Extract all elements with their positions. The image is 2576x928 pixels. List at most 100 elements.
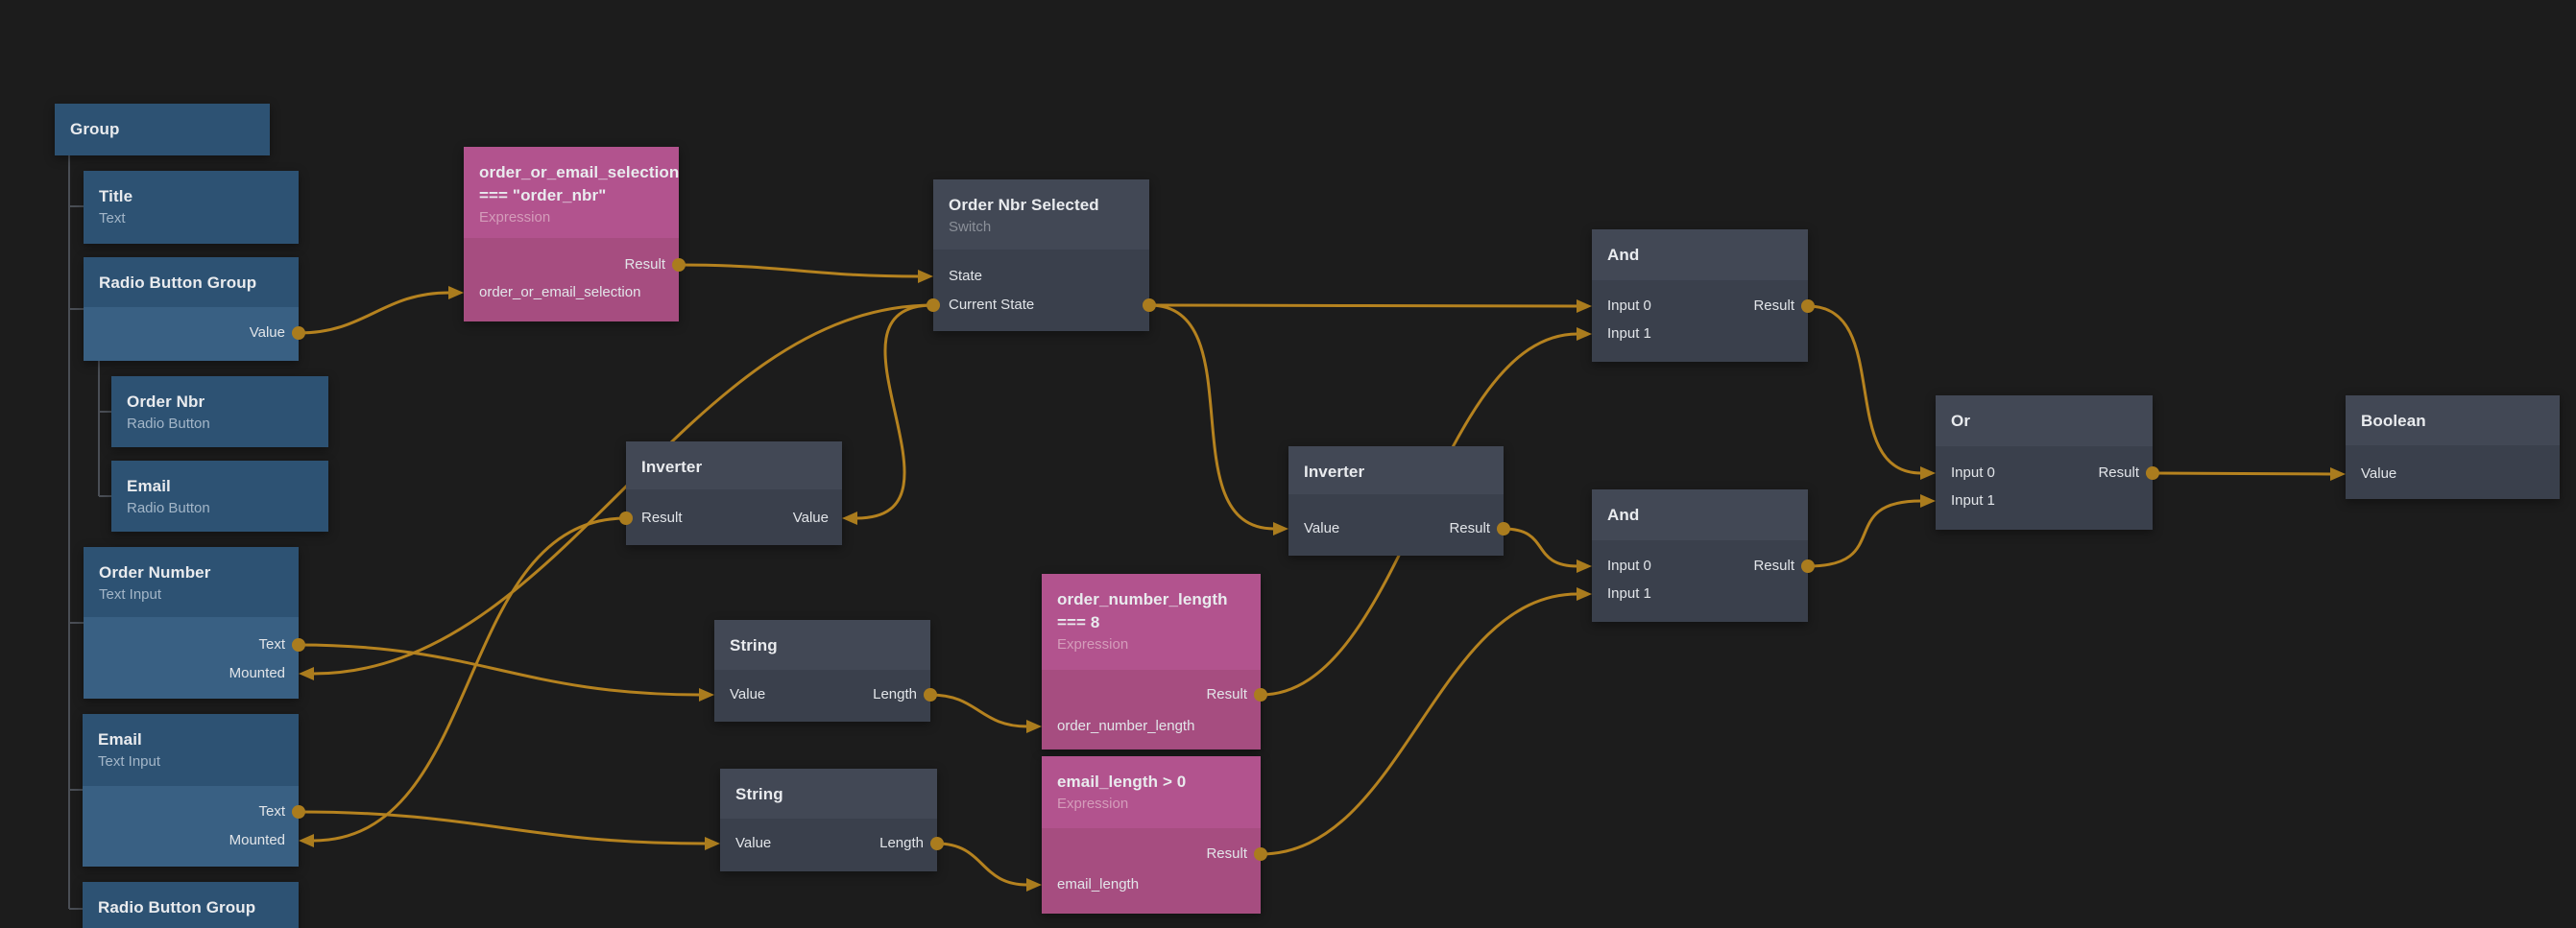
port-label-value: Value: [792, 510, 829, 526]
port-and1-in0-input-arrow[interactable]: [1577, 299, 1592, 313]
port-label-value: Value: [735, 835, 772, 851]
wire-rbg1-value-to-expr1-selection[interactable]: [297, 291, 451, 335]
node-subtitle: Text Input: [99, 586, 162, 603]
port-switch-state-input-arrow[interactable]: [918, 270, 933, 283]
node-title-line: Or: [1951, 412, 1971, 430]
node-title-line: Radio Button Group: [98, 898, 256, 916]
port-expr3-result-output-dot[interactable]: [1254, 847, 1267, 861]
port-inverter1-value-input-arrow[interactable]: [842, 512, 857, 525]
node-title: String: [735, 783, 922, 806]
port-and2-result-output-dot[interactable]: [1801, 559, 1815, 573]
port-string2-length-output-dot[interactable]: [930, 837, 944, 850]
node-group[interactable]: Group: [55, 104, 270, 155]
wire-email_ti-text-to-string2-value[interactable]: [297, 810, 708, 845]
port-label-result: Result: [1449, 520, 1490, 536]
port-label-value: Value: [730, 686, 766, 702]
port-boolean-value-input-arrow[interactable]: [2330, 467, 2346, 481]
wire-switch-cs_l-to-inverter1-value[interactable]: [855, 303, 935, 520]
node-port-section: [626, 489, 842, 545]
node-header: order_or_email_selection=== "order_nbr"E…: [464, 147, 679, 238]
port-expr1-selection-input-arrow[interactable]: [448, 286, 464, 299]
node-header: Group: [55, 104, 270, 155]
port-inverter1-result-output-dot[interactable]: [619, 512, 633, 525]
node-title: Order Number: [99, 561, 283, 584]
port-expr1-result-output-dot[interactable]: [672, 258, 686, 272]
port-or-result-output-dot[interactable]: [2146, 466, 2159, 480]
port-or-in0-input-arrow[interactable]: [1920, 466, 1936, 480]
port-switch-cs_l-output-dot[interactable]: [927, 298, 940, 312]
port-and1-in1-input-arrow[interactable]: [1577, 327, 1592, 341]
port-order_number-text-output-dot[interactable]: [292, 638, 305, 652]
node-title: order_number_length=== 8: [1057, 588, 1245, 634]
port-or-in1-input-arrow[interactable]: [1920, 494, 1936, 508]
port-inverter2-result-output-dot[interactable]: [1497, 522, 1510, 535]
port-and2-in0-input-arrow[interactable]: [1577, 559, 1592, 573]
node-rbg2[interactable]: Radio Button Group: [83, 882, 299, 928]
port-and1-result-output-dot[interactable]: [1801, 299, 1815, 313]
port-rbg1-value-output-dot[interactable]: [292, 326, 305, 340]
port-expr2-result-output-dot[interactable]: [1254, 688, 1267, 702]
node-port-section: [464, 238, 679, 321]
wire-switch-cs_r-to-and1-in0[interactable]: [1147, 303, 1579, 308]
node-title-line: Order Nbr: [127, 393, 205, 411]
node-title: Group: [70, 118, 254, 141]
port-label-result: Result: [1753, 558, 1794, 574]
wire-string2-length-to-expr3-input[interactable]: [935, 842, 1029, 887]
wire-switch-cs_r-to-inverter2-value[interactable]: [1147, 303, 1276, 531]
wire-and2-result-to-or-in1[interactable]: [1806, 499, 1923, 568]
node-title-line: And: [1607, 506, 1640, 524]
port-label-result: Result: [2098, 464, 2139, 481]
port-order_number-mounted-input-arrow[interactable]: [299, 667, 314, 680]
wire-inverter1-result-to-email_ti-mounted[interactable]: [311, 516, 628, 843]
wire-expr1-result-to-switch-state[interactable]: [677, 263, 921, 278]
node-title: And: [1607, 504, 1793, 527]
node-port-section: [720, 819, 937, 871]
port-expr3-input-input-arrow[interactable]: [1026, 878, 1042, 892]
port-switch-cs_r-output-dot[interactable]: [1143, 298, 1156, 312]
wire-inverter2-result-to-and2-in0[interactable]: [1502, 527, 1579, 568]
port-label-result: Result: [1206, 686, 1247, 702]
port-inverter2-value-input-arrow[interactable]: [1273, 522, 1288, 535]
wire-and1-result-to-or-in0[interactable]: [1806, 304, 1923, 475]
wire-string1-length-to-expr2-input[interactable]: [928, 693, 1029, 728]
wire-or-result-to-boolean-value[interactable]: [2151, 471, 2333, 476]
port-label-length: Length: [873, 686, 917, 702]
port-label-result: Result: [1753, 297, 1794, 314]
node-title: And: [1607, 244, 1793, 267]
node-expr1[interactable]: order_or_email_selection=== "order_nbr"E…: [448, 147, 686, 321]
wire-order_number-text-to-string1-value[interactable]: [297, 643, 702, 697]
port-string1-value-input-arrow[interactable]: [699, 688, 714, 702]
port-string2-value-input-arrow[interactable]: [705, 837, 720, 850]
port-email_ti-mounted-input-arrow[interactable]: [299, 834, 314, 847]
node-port-section: [1592, 280, 1808, 362]
port-expr2-input-input-arrow[interactable]: [1026, 720, 1042, 733]
port-and2-in1-input-arrow[interactable]: [1577, 587, 1592, 601]
node-title-line: Order Nbr Selected: [949, 196, 1099, 214]
node-title: Boolean: [2361, 410, 2544, 433]
port-email_ti-text-output-dot[interactable]: [292, 805, 305, 819]
node-header: String: [714, 620, 930, 670]
wire-expr3-result-to-and2-in1[interactable]: [1259, 592, 1579, 856]
port-string1-length-output-dot[interactable]: [924, 688, 937, 702]
